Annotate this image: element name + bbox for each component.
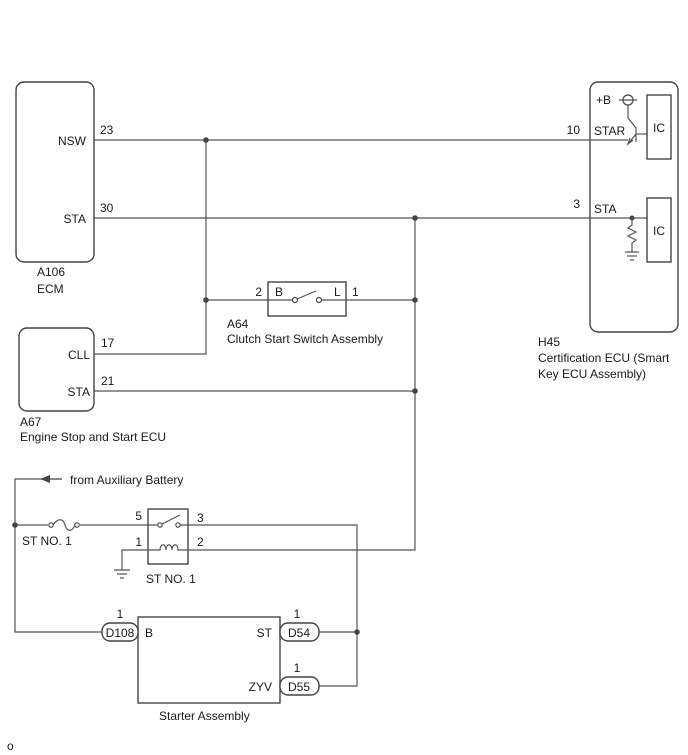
junction-dot <box>412 297 418 303</box>
cert-ecu-power: +B <box>596 93 611 107</box>
clutch-pin-l: L <box>334 285 341 299</box>
junction-dot <box>412 215 418 221</box>
ic-box-1 <box>646 94 672 160</box>
connector-d108 <box>101 622 139 642</box>
ic-label-1: IC <box>653 121 665 135</box>
ecm-name: ECM <box>37 282 64 296</box>
connector-d55-pin: 1 <box>294 661 301 675</box>
wire-relay-st <box>188 524 358 687</box>
starter-pin-st: ST <box>257 626 273 640</box>
page-marker: o <box>7 739 14 753</box>
ic-label-2: IC <box>653 224 665 238</box>
clutch-switch-name: Clutch Start Switch Assembly <box>227 332 383 346</box>
cert-ecu-pin-star: STAR <box>594 124 625 138</box>
ecm-block: NSW 23 STA 30 A106 ECM <box>15 81 114 296</box>
relay-pin3: 3 <box>197 511 204 525</box>
wire-relay-ground <box>121 549 148 570</box>
switch-blade-icon <box>296 290 317 300</box>
ess-pin-sta-num: 21 <box>101 374 115 388</box>
ecm-pin-nsw: NSW <box>58 134 87 148</box>
cert-ecu-block: +B IC STAR 10 STA 3 IC H45 Certification… <box>538 81 679 381</box>
ess-pin-cll-num: 17 <box>101 336 115 350</box>
relay-pin5: 5 <box>135 509 142 523</box>
junction-dot <box>12 522 18 528</box>
wires <box>14 139 590 687</box>
starter-block: B ST ZYV D108 1 D54 1 D55 1 Starter Asse… <box>101 607 320 723</box>
fuse-terminal-icon <box>48 522 54 528</box>
arrow-left-icon <box>40 475 50 483</box>
resistor-icon <box>626 218 638 252</box>
junction-dot <box>203 297 209 303</box>
connector-d54 <box>279 622 320 642</box>
ground-icon <box>625 251 639 261</box>
junction-dot <box>412 388 418 394</box>
starter-pin-b: B <box>145 626 153 640</box>
ess-name: Engine Stop and Start ECU <box>20 430 166 444</box>
relay-pin2: 2 <box>197 535 204 549</box>
wire-nsw-vertical <box>94 140 207 355</box>
ic-box-2 <box>646 197 672 263</box>
relay-coil-icon <box>148 544 188 551</box>
junction-dot <box>354 629 360 635</box>
relay-label: ST NO. 1 <box>146 572 196 586</box>
cert-ecu-pin-star-num: 10 <box>567 123 581 137</box>
wire-sta-trunk <box>188 218 416 551</box>
fuse-icon <box>52 519 76 531</box>
ecm-pin-nsw-num: 23 <box>100 123 114 137</box>
clutch-switch-box <box>267 281 347 317</box>
ecm-pin-sta: STA <box>64 212 86 226</box>
starter-name: Starter Assembly <box>159 709 250 723</box>
power-supply-block: from Auxiliary Battery ST NO. 1 5 3 1 2 … <box>22 473 204 586</box>
aux-battery-label: from Auxiliary Battery <box>70 473 183 487</box>
relay-box <box>147 508 189 565</box>
connector-d54-pin: 1 <box>294 607 301 621</box>
cert-ecu-pin-sta: STA <box>594 202 616 216</box>
ess-code: A67 <box>20 415 42 429</box>
connector-d55-label: D55 <box>288 680 310 694</box>
cert-ecu-pin-sta-num: 3 <box>573 197 580 211</box>
clutch-switch-code: A64 <box>227 317 249 331</box>
relay-pin1: 1 <box>135 535 142 549</box>
connector-d55 <box>279 676 320 696</box>
junction-dots <box>12 137 418 635</box>
starter-box <box>137 616 281 704</box>
engine-stop-start-ecu-block: CLL 17 STA 21 A67 Engine Stop and Start … <box>18 327 166 444</box>
fuse-label: ST NO. 1 <box>22 534 72 548</box>
relay-ground-icon <box>114 569 130 579</box>
starter-pin-zyv: ZYV <box>249 680 272 694</box>
engine-stop-start-ecu-box <box>18 327 95 412</box>
relay-contact-icon <box>175 522 181 528</box>
ecm-code: A106 <box>37 265 65 279</box>
ess-pin-sta: STA <box>68 385 90 399</box>
switch-contact-icon <box>291 296 299 304</box>
switch-contact-icon <box>315 296 323 304</box>
junction-dot <box>203 137 209 143</box>
relay-blade-icon <box>161 514 181 525</box>
cert-ecu-name-line2: Key ECU Assembly) <box>538 367 646 381</box>
fuse-terminal-icon <box>74 522 80 528</box>
ecm-box <box>15 81 95 263</box>
ecm-pin-sta-num: 30 <box>100 201 114 215</box>
clutch-pin-b: B <box>275 285 283 299</box>
clutch-pin-l-num: 1 <box>352 285 359 299</box>
clutch-pin-b-num: 2 <box>255 285 262 299</box>
cert-ecu-code: H45 <box>538 335 560 349</box>
connector-d54-label: D54 <box>288 626 310 640</box>
wire-aux-battery <box>14 478 102 633</box>
relay-contact-icon <box>157 522 163 528</box>
connector-d108-label: D108 <box>106 626 135 640</box>
clutch-switch-block: B L 2 1 A64 Clutch Start Switch Assembly <box>227 281 383 346</box>
ess-pin-cll: CLL <box>68 348 90 362</box>
cert-ecu-name-line1: Certification ECU (Smart <box>538 351 670 365</box>
connector-d108-pin: 1 <box>117 607 124 621</box>
transistor-icon <box>626 117 637 146</box>
